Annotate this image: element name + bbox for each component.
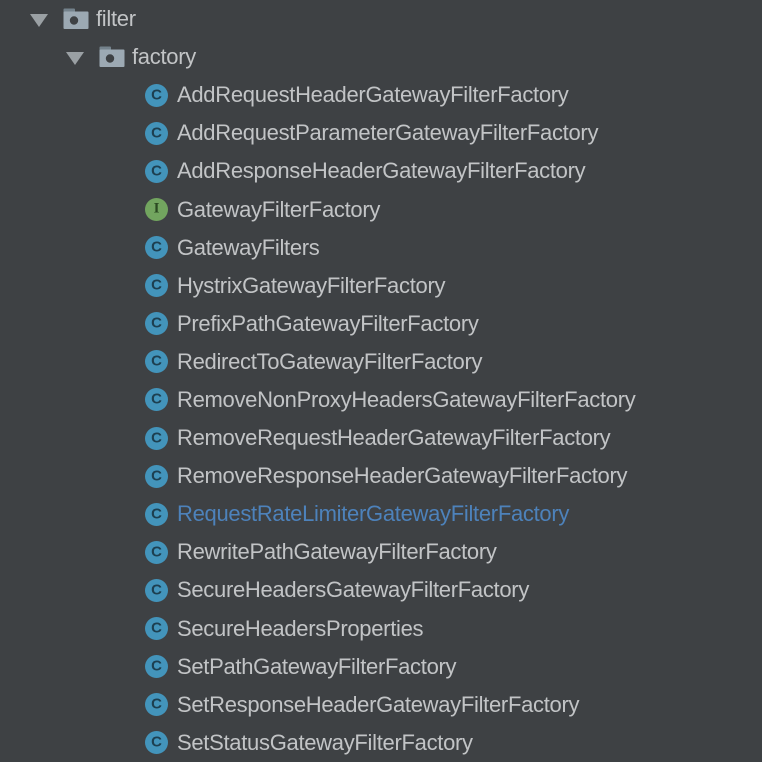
class-label: SecureHeadersGatewayFilterFactory: [177, 577, 530, 603]
interface-icon: I: [145, 198, 168, 222]
class-label: AddRequestParameterGatewayFilterFactory: [177, 120, 599, 146]
type-icon-letter: C: [151, 467, 162, 485]
tree-item[interactable]: C GatewayFilters: [0, 229, 762, 267]
class-icon: C: [145, 312, 168, 336]
folder-label: filter: [96, 6, 136, 32]
folder-icon: [62, 6, 90, 32]
tree-item[interactable]: C RewritePathGatewayFilterFactory: [0, 533, 762, 571]
tree-item[interactable]: C AddRequestParameterGatewayFilterFactory: [0, 114, 762, 152]
tree-item[interactable]: C SetResponseHeaderGatewayFilterFactory: [0, 686, 762, 724]
type-icon-letter: C: [151, 314, 162, 332]
class-icon: C: [145, 236, 168, 260]
folder-icon: [98, 44, 126, 70]
tree-item[interactable]: filter: [0, 0, 762, 38]
class-icon: C: [145, 121, 168, 145]
tree-item[interactable]: C AddResponseHeaderGatewayFilterFactory: [0, 152, 762, 190]
tree-item[interactable]: C RequestRateLimiterGatewayFilterFactory: [0, 495, 762, 533]
class-label: RewritePathGatewayFilterFactory: [177, 539, 497, 565]
class-label: HystrixGatewayFilterFactory: [177, 272, 446, 298]
tree-item[interactable]: C SecureHeadersGatewayFilterFactory: [0, 571, 762, 609]
type-icon-letter: C: [151, 390, 162, 408]
tree-item[interactable]: C SetStatusGatewayFilterFactory: [0, 724, 762, 762]
class-icon: C: [145, 693, 168, 717]
class-label: RedirectToGatewayFilterFactory: [177, 348, 483, 374]
type-icon-letter: C: [151, 276, 162, 294]
type-icon-letter: C: [151, 352, 162, 370]
class-icon: C: [145, 350, 168, 374]
type-icon-letter: C: [151, 238, 162, 256]
type-icon-letter: C: [151, 733, 162, 751]
type-icon-letter: C: [151, 429, 162, 447]
type-icon-letter: I: [153, 200, 160, 217]
class-label: RemoveRequestHeaderGatewayFilterFactory: [177, 425, 611, 451]
type-icon-letter: C: [151, 124, 162, 142]
class-icon: C: [145, 731, 168, 755]
class-icon: C: [145, 617, 168, 641]
class-label: RequestRateLimiterGatewayFilterFactory: [177, 501, 570, 527]
tree-item[interactable]: C PrefixPathGatewayFilterFactory: [0, 305, 762, 343]
class-label: SetResponseHeaderGatewayFilterFactory: [177, 691, 580, 717]
type-icon-letter: C: [151, 543, 162, 561]
chevron-down-icon[interactable]: [66, 51, 84, 65]
class-label: GatewayFilterFactory: [177, 196, 381, 222]
class-icon: C: [145, 540, 168, 564]
class-label: AddResponseHeaderGatewayFilterFactory: [177, 158, 586, 184]
class-icon: C: [145, 502, 168, 526]
tree-item[interactable]: C SetPathGatewayFilterFactory: [0, 648, 762, 686]
tree-item[interactable]: I GatewayFilterFactory: [0, 190, 762, 228]
folder-icon-glyph: [99, 46, 125, 68]
chevron-down-icon[interactable]: [30, 13, 48, 27]
type-icon-letter: C: [151, 695, 162, 713]
class-label: SecureHeadersProperties: [177, 615, 424, 641]
class-label: SetStatusGatewayFilterFactory: [177, 729, 473, 755]
type-icon-letter: C: [151, 657, 162, 675]
class-label: PrefixPathGatewayFilterFactory: [177, 310, 479, 336]
tree-item[interactable]: C HystrixGatewayFilterFactory: [0, 267, 762, 305]
class-icon: C: [145, 388, 168, 412]
class-label: RemoveNonProxyHeadersGatewayFilterFactor…: [177, 386, 636, 412]
tree-item[interactable]: C RedirectToGatewayFilterFactory: [0, 343, 762, 381]
tree-item[interactable]: factory: [0, 38, 762, 76]
type-icon-letter: C: [151, 619, 162, 637]
type-icon-letter: C: [151, 505, 162, 523]
class-label: GatewayFilters: [177, 234, 320, 260]
class-icon: C: [145, 83, 168, 107]
tree-item[interactable]: C SecureHeadersProperties: [0, 610, 762, 648]
class-icon: C: [145, 655, 168, 679]
class-icon: C: [145, 464, 168, 488]
class-icon: C: [145, 159, 168, 183]
tree-item[interactable]: C RemoveRequestHeaderGatewayFilterFactory: [0, 419, 762, 457]
class-label: RemoveResponseHeaderGatewayFilterFactory: [177, 463, 628, 489]
class-label: SetPathGatewayFilterFactory: [177, 653, 457, 679]
class-icon: C: [145, 426, 168, 450]
class-icon: C: [145, 578, 168, 602]
type-icon-letter: C: [151, 86, 162, 104]
class-icon: C: [145, 274, 168, 298]
tree-item[interactable]: C RemoveNonProxyHeadersGatewayFilterFacto…: [0, 381, 762, 419]
type-icon-letter: C: [151, 581, 162, 599]
folder-label: factory: [132, 44, 196, 70]
folder-icon-glyph: [63, 8, 89, 30]
type-icon-letter: C: [151, 162, 162, 180]
tree-item[interactable]: C AddRequestHeaderGatewayFilterFactory: [0, 76, 762, 114]
tree-item[interactable]: C RemoveResponseHeaderGatewayFilterFactor…: [0, 457, 762, 495]
class-label: AddRequestHeaderGatewayFilterFactory: [177, 82, 569, 108]
